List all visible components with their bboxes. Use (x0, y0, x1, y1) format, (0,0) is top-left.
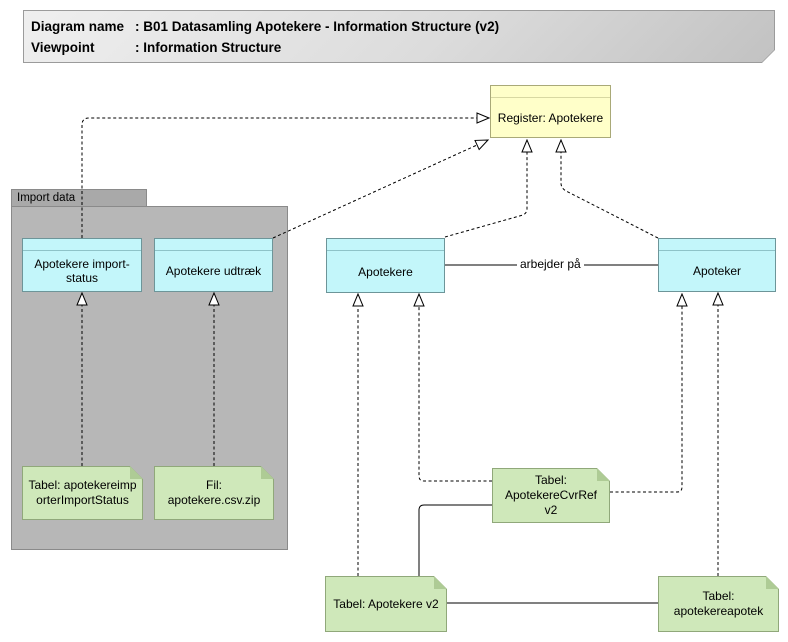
title-value: : B01 Datasamling Apotekere - Informatio… (135, 19, 500, 34)
title-row-diagram-name: Diagram name : B01 Datasamling Apotekere … (31, 16, 774, 37)
diagram-title-text: Diagram name : B01 Datasamling Apotekere … (24, 11, 774, 62)
element-label: Register: Apotekere (497, 110, 604, 125)
element-label: Apotekere import-status (34, 257, 130, 285)
note-fold-corner-icon (766, 576, 779, 589)
note-fil-apotekere-csv-zip[interactable]: Fil: apotekere.csv.zip (154, 466, 274, 520)
element-header-strip (659, 239, 775, 251)
element-label: Apoteker (692, 264, 742, 278)
connector-cvrref-to-apotekere[interactable] (419, 294, 492, 482)
note-tabel-apotekere-v2[interactable]: Tabel: Apotekere v2 (325, 576, 447, 632)
diagram-title-box: Diagram name : B01 Datasamling Apotekere … (23, 10, 775, 63)
relation-label-arbejder-paa: arbejder på (517, 257, 584, 271)
note-tabel-apotekereapotek[interactable]: Tabel: apotekereapotek (658, 576, 779, 632)
viewpoint-label: Viewpoint (31, 40, 95, 55)
note-fold-corner-icon (434, 576, 447, 589)
note-tabel-apotekereimporterimportstatus[interactable]: Tabel: apotekereimporterImportStatus (22, 466, 143, 520)
element-apoteker[interactable]: Apoteker (658, 238, 776, 292)
connector-cvrref-to-apoteker[interactable] (610, 294, 682, 493)
element-apotekere-import-status[interactable]: Apotekere import-status (22, 238, 142, 292)
note-label: Fil: apotekere.csv.zip (155, 467, 273, 519)
connector-udtraek-to-register[interactable] (272, 140, 488, 239)
element-apotekere-udtraek[interactable]: Apotekere udtræk (154, 238, 273, 292)
note-fold-corner-icon (597, 468, 610, 481)
element-header-strip (155, 239, 272, 251)
element-label: Apotekere udtræk (165, 264, 262, 278)
folder-label: Import data (17, 192, 76, 204)
element-header-strip (491, 86, 610, 98)
note-tabel-apotekerecvrref-v2[interactable]: Tabel: ApotekereCvrRef v2 (492, 468, 610, 523)
connector-apotekere-to-register[interactable] (444, 140, 527, 238)
connector-apoteker-to-register[interactable] (561, 140, 659, 239)
folder-import-data-tab[interactable]: Import data (11, 189, 147, 207)
element-register-apotekere[interactable]: Register: Apotekere (490, 85, 611, 138)
element-apotekere[interactable]: Apotekere (326, 238, 445, 293)
note-label: Tabel: ApotekereCvrRef v2 (493, 469, 609, 522)
element-label: Apotekere (358, 264, 413, 279)
title-row-viewpoint: Viewpoint : Information Structure (31, 37, 774, 58)
viewpoint-value: : Information Structure (135, 40, 282, 55)
element-header-strip (327, 239, 444, 251)
title-label: Diagram name (31, 19, 125, 34)
note-label: Tabel: apotekereimporterImportStatus (23, 467, 142, 519)
element-header-strip (23, 239, 141, 251)
connector-cvrref-to-tabelapotekerev2[interactable] (418, 504, 492, 576)
note-label: Tabel: Apotekere v2 (326, 577, 446, 631)
note-label: Tabel: apotekereapotek (659, 577, 778, 631)
